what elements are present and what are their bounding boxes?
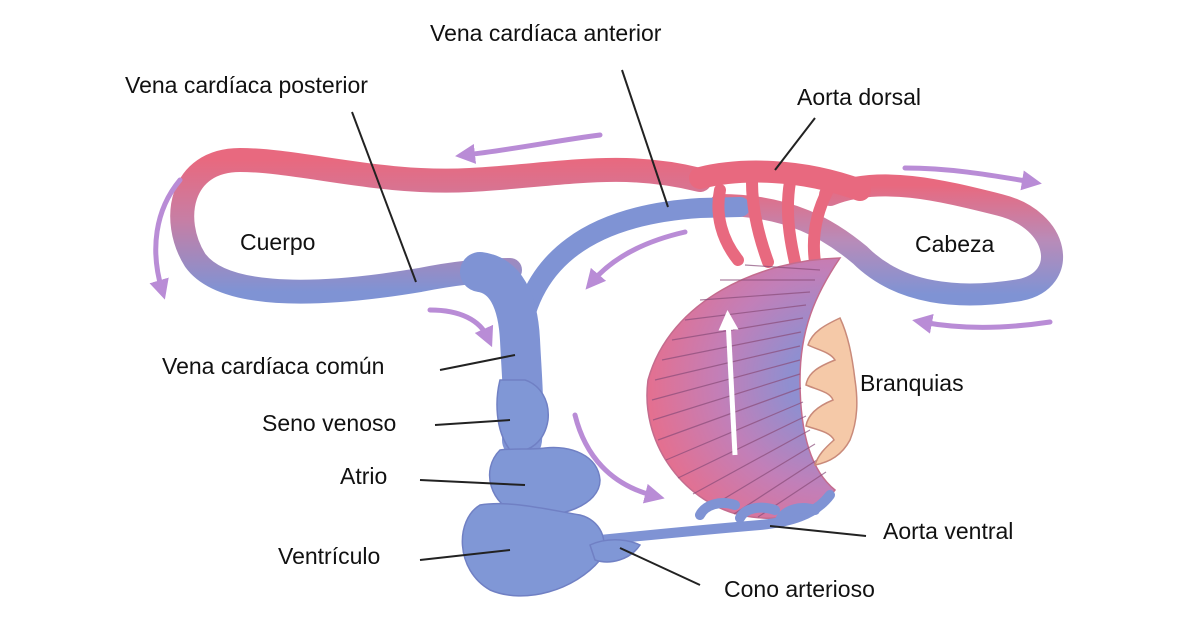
leader-vena-comun: [439, 354, 516, 371]
flow-arrow: [585, 229, 688, 290]
label-vena-cardiaca-comun: Vena cardíaca común: [162, 353, 385, 379]
sinus-venosus-shape: [496, 379, 549, 452]
leader-cono: [619, 547, 701, 586]
label-vena-cardiaca-posterior: Vena cardíaca posterior: [125, 72, 368, 98]
label-atrio: Atrio: [340, 463, 388, 489]
label-cono-arterioso: Cono arterioso: [724, 576, 875, 602]
leader-lines: [351, 69, 867, 586]
leader-seno-venoso: [434, 419, 511, 426]
leader-ventriculo: [419, 549, 511, 561]
flow-arrows: [149, 132, 1053, 504]
head-loop-vessels: [709, 174, 1063, 306]
label-vena-cardiaca-anterior: Vena cardíaca anterior: [430, 20, 662, 46]
ventral-aorta: [595, 490, 835, 545]
leader-aorta-dorsal: [774, 117, 816, 171]
flow-arrow: [427, 307, 494, 348]
leader-atrio: [419, 479, 526, 486]
dorsal-aorta-arches: [712, 176, 834, 268]
ventricle-shape: [461, 502, 605, 597]
flow-arrow: [149, 177, 183, 300]
leader-vena-anterior: [621, 69, 669, 208]
heart: [461, 379, 642, 597]
flow-arrow: [912, 313, 1053, 334]
gill-filaments: [805, 317, 858, 466]
head-loop-vessel: [709, 174, 1063, 306]
label-branquias: Branquias: [860, 370, 964, 396]
conus-arteriosus-shape: [589, 539, 642, 563]
leader-vena-posterior: [351, 111, 417, 283]
body-loop-vessels: [170, 147, 712, 304]
dorsal-aorta-trunk: [689, 160, 871, 201]
flow-arrow: [572, 412, 665, 504]
label-cuerpo: Cuerpo: [240, 229, 316, 255]
flow-arrow: [455, 132, 603, 164]
leader-aorta-ventral: [769, 525, 867, 537]
label-ventriculo: Ventrículo: [278, 543, 381, 569]
label-cabeza: Cabeza: [915, 231, 995, 257]
atrium-shape: [489, 446, 601, 517]
gill-flow-arrow: [718, 310, 739, 456]
body-loop-vessel: [170, 147, 712, 304]
gill-fan: [646, 257, 858, 519]
label-aorta-dorsal: Aorta dorsal: [797, 84, 922, 110]
flow-arrow: [902, 165, 1042, 191]
label-seno-venoso: Seno venoso: [262, 410, 397, 436]
label-aorta-ventral: Aorta ventral: [883, 518, 1014, 544]
